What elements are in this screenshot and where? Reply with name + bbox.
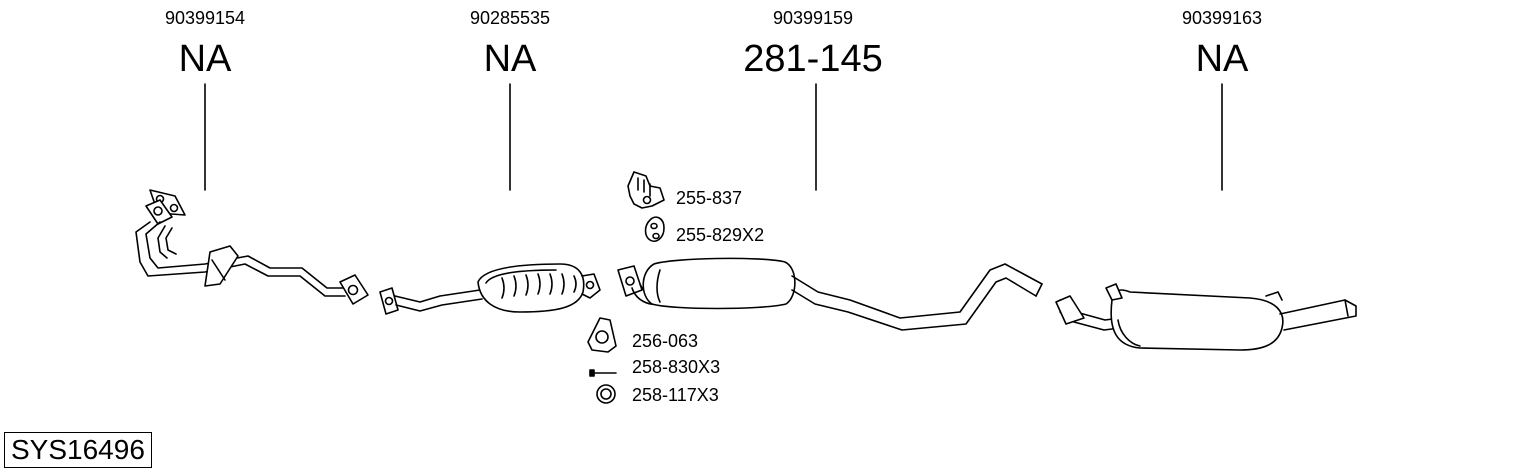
oe-number-part-1: 90399154: [164, 8, 246, 28]
oe-number-part-4: 90399163: [1181, 8, 1263, 28]
accessory-label-rubber-mount: 255-829X2: [676, 225, 765, 245]
accessory-label-washer: 258-117X3: [632, 385, 719, 405]
middle-silencer-drawing: [617, 257, 1043, 331]
reference-part-3: 281-145: [743, 38, 883, 80]
system-code-box: SYS16496: [4, 432, 152, 468]
catalytic-converter-drawing: [379, 263, 601, 315]
front-pipe-drawing: [135, 189, 369, 305]
accessory-label-hanger: 255-837: [676, 188, 743, 208]
hanger-bracket-icon: [627, 171, 665, 209]
accessory-label-bolt: 258-830X3: [632, 357, 721, 377]
oe-number-part-3: 90399159: [772, 8, 854, 28]
accessory-label-gasket: 256-063: [632, 331, 699, 351]
reference-part-1: NA: [178, 38, 232, 80]
reference-part-4: NA: [1195, 38, 1249, 80]
oe-number-part-2: 90285535: [469, 8, 551, 28]
rear-silencer-drawing: [1055, 283, 1357, 351]
gasket-icon: [587, 317, 617, 353]
reference-part-2: NA: [483, 38, 537, 80]
bolt-icon: [589, 369, 617, 377]
spring-washer-icon: [596, 384, 616, 404]
rubber-mount-icon: [644, 216, 665, 243]
